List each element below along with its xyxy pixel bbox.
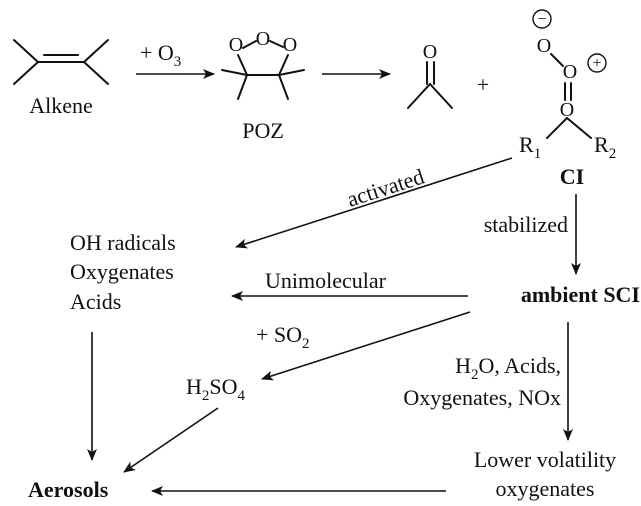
products-line-1: OH radicals bbox=[70, 230, 176, 255]
svg-text:O: O bbox=[537, 35, 551, 57]
r2-label: R2 bbox=[594, 132, 616, 162]
unimolecular-label: Unimolecular bbox=[265, 268, 387, 293]
lower-volatility-line-2: oxygenates bbox=[496, 476, 595, 501]
svg-text:O: O bbox=[256, 28, 270, 50]
sulfuric-to-aerosols-arrow bbox=[123, 407, 219, 473]
so2-reagent: + SO2 bbox=[256, 322, 310, 352]
carbonyl-structure: O bbox=[407, 41, 453, 109]
svg-text:O: O bbox=[229, 34, 243, 56]
bimolecular-reagents-line-2: Oxygenates, NOx bbox=[403, 385, 561, 410]
activated-label: activated bbox=[344, 164, 427, 212]
poz-structure: O O O bbox=[221, 28, 305, 100]
activated-arrow bbox=[235, 157, 513, 249]
poz-label: POZ bbox=[242, 118, 284, 143]
svg-text:O: O bbox=[560, 99, 574, 121]
products-line-3: Acids bbox=[70, 289, 121, 314]
ci-label: CI bbox=[560, 164, 584, 189]
r1-label: R1 bbox=[519, 132, 541, 162]
ozone-reagent: + O3 bbox=[140, 40, 181, 70]
svg-text:O: O bbox=[423, 41, 437, 63]
svg-text:O: O bbox=[563, 61, 577, 83]
svg-text:−: − bbox=[537, 11, 546, 28]
lower-volatility-line-1: Lower volatility bbox=[474, 447, 616, 472]
ambient-sci-label: ambient SCI bbox=[521, 282, 640, 307]
alkene-structure bbox=[13, 39, 109, 85]
bimolecular-reagents-line-1: H2O, Acids, bbox=[455, 353, 561, 383]
svg-text:O: O bbox=[283, 34, 297, 56]
products-line-2: Oxygenates bbox=[70, 259, 174, 284]
criegee-structure: − O O + O bbox=[532, 9, 607, 139]
so2-arrow bbox=[261, 311, 471, 381]
svg-text:+: + bbox=[592, 55, 601, 72]
alkene-label: Alkene bbox=[29, 93, 93, 118]
sulfuric-acid-label: H2SO4 bbox=[186, 374, 246, 404]
plus-sign: + bbox=[477, 72, 489, 97]
aerosols-label: Aerosols bbox=[28, 477, 109, 502]
stabilized-label: stabilized bbox=[484, 212, 568, 237]
